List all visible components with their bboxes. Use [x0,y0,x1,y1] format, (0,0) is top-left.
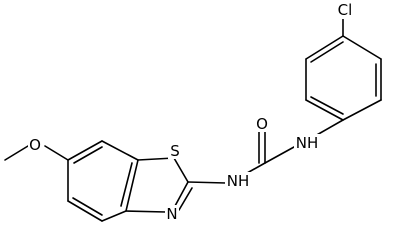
bond [67,140,103,161]
bond [314,119,344,137]
bond [67,200,103,222]
bond [310,41,344,63]
label-background [294,134,320,151]
bond [4,145,29,161]
bond [120,162,133,207]
bond [264,146,295,164]
bond [305,99,344,121]
sulfur-label: S [170,142,180,160]
carbonyl-oxygen-label: O [256,115,268,133]
bond-lines [4,17,382,222]
molecule-diagram: Cl O NH NH S N O [4,1,382,223]
bond [73,146,103,164]
bond [125,210,167,213]
bond [174,181,189,207]
label-background [256,115,270,132]
chlorine-label: Cl [338,1,353,19]
bond [125,159,139,212]
label-background [225,172,251,189]
upper-nh-label: NH [296,134,319,152]
bond [342,35,382,60]
bond [342,99,382,121]
label-background [165,205,179,222]
bond [101,140,139,161]
bond [72,197,103,216]
bond [305,35,344,60]
bond [310,96,344,115]
bond [44,145,69,161]
bond [173,157,189,183]
atom-labels: Cl O NH NH S N O [28,1,356,223]
label-background [334,1,356,19]
bond [187,181,227,184]
bond [178,187,193,211]
label-background [28,136,42,153]
label-background [168,142,182,159]
methoxy-oxygen-label: O [29,136,41,154]
thiazole-nitrogen-label: N [166,205,177,223]
lower-nh-label: NH [227,172,250,190]
bond [101,210,127,222]
